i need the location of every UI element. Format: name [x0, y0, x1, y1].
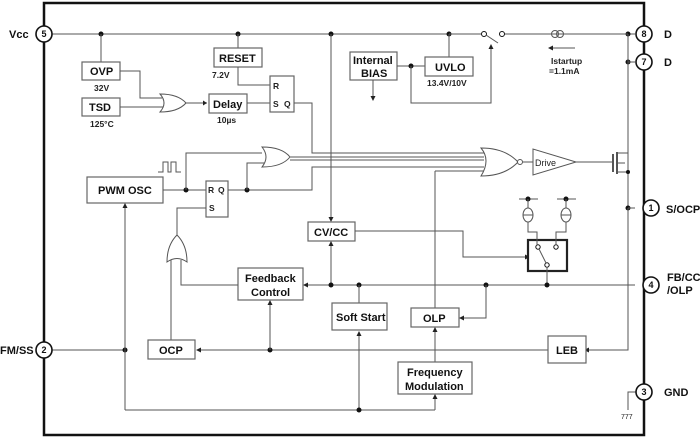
pin-label: FM/SS [0, 345, 34, 357]
startup-switch [485, 34, 499, 44]
nor-gate [479, 147, 519, 177]
current-source-icon [551, 30, 559, 38]
cvcc-label: CV/CC [314, 227, 348, 239]
freq-mod-label: Frequency [407, 367, 464, 379]
pin-gnd[interactable]: 3 GND [635, 383, 689, 401]
uvlo-block [424, 56, 474, 77]
pin-d8[interactable]: 8 D [635, 25, 672, 43]
ff2-r: R [208, 185, 214, 195]
pin-number: 2 [41, 345, 46, 355]
pin-label: FB/CC [667, 272, 700, 284]
frequency-modulation-block [397, 361, 473, 395]
delay-value: 10µs [217, 115, 236, 125]
freq-mod-label2: Modulation [405, 381, 464, 393]
pin-fm-ss[interactable]: 2 FM/SS [0, 341, 53, 359]
ff1-q: Q [284, 99, 291, 109]
pin-vcc[interactable]: 5 Vcc [9, 25, 53, 43]
pin-number: 7 [641, 57, 646, 67]
drive-buffer [532, 148, 578, 176]
ff1-s: S [273, 99, 279, 109]
pin-number: 8 [641, 29, 646, 39]
internal-bias-label: Internal [353, 55, 393, 67]
pin-number: 4 [648, 280, 653, 290]
reset-flipflop [269, 75, 295, 113]
leb-block [547, 335, 587, 364]
tsd-label: TSD [89, 102, 111, 114]
internal-bias-label2: BIAS [361, 68, 387, 80]
pin-label: Vcc [9, 29, 29, 41]
pin-number: 5 [41, 29, 46, 39]
uvlo-label: UVLO [435, 62, 466, 74]
ff1-r: R [273, 81, 279, 91]
istartup-label: Istartup [551, 56, 582, 66]
ff2-s: S [209, 203, 215, 213]
reset-label: RESET [219, 53, 256, 65]
soft-start-label: Soft Start [336, 312, 386, 324]
pin-number: 1 [648, 203, 653, 213]
pin-label: D [664, 57, 672, 69]
olp-label: OLP [423, 313, 446, 325]
or-gate [166, 234, 188, 263]
feedback-label: Feedback [245, 273, 297, 285]
ff2-q: Q [218, 185, 225, 195]
pin-label: D [664, 29, 672, 41]
or-gate [158, 93, 187, 113]
istartup-value: =1.1mA [549, 66, 579, 76]
ic-frame [42, 1, 646, 437]
ocp-block [147, 339, 196, 360]
internal-bias-block [349, 51, 398, 81]
ovp-value: 32V [94, 83, 109, 93]
pin-s-ocp[interactable]: 1 S/OCP [642, 199, 700, 217]
pin-fb-cc-olp[interactable]: 4 FB/CC /OLP [642, 272, 700, 297]
or-gate [260, 146, 291, 168]
feedback-control-block [237, 267, 304, 301]
reset-value: 7.2V [212, 70, 230, 80]
ground-icon: 777 [621, 414, 633, 421]
soft-start-block [331, 302, 388, 331]
leb-label: LEB [556, 345, 578, 357]
pin-label2: /OLP [667, 285, 693, 297]
pwm-osc-label: PWM OSC [98, 185, 152, 197]
pwm-flipflop [205, 180, 229, 218]
tsd-value: 125°C [90, 119, 114, 129]
ocp-label: OCP [159, 345, 183, 357]
feedback-label2: Control [251, 287, 290, 299]
uvlo-value: 13.4V/10V [427, 78, 467, 88]
delay-label: Delay [213, 99, 243, 111]
pin-label: GND [664, 387, 689, 399]
pin-number: 3 [641, 387, 646, 397]
ovp-label: OVP [90, 66, 113, 78]
pin-label: S/OCP [666, 204, 700, 216]
pin-d7[interactable]: 7 D [635, 53, 672, 71]
drive-label: Drive [535, 158, 556, 168]
pulse-waveform-icon [158, 161, 181, 173]
